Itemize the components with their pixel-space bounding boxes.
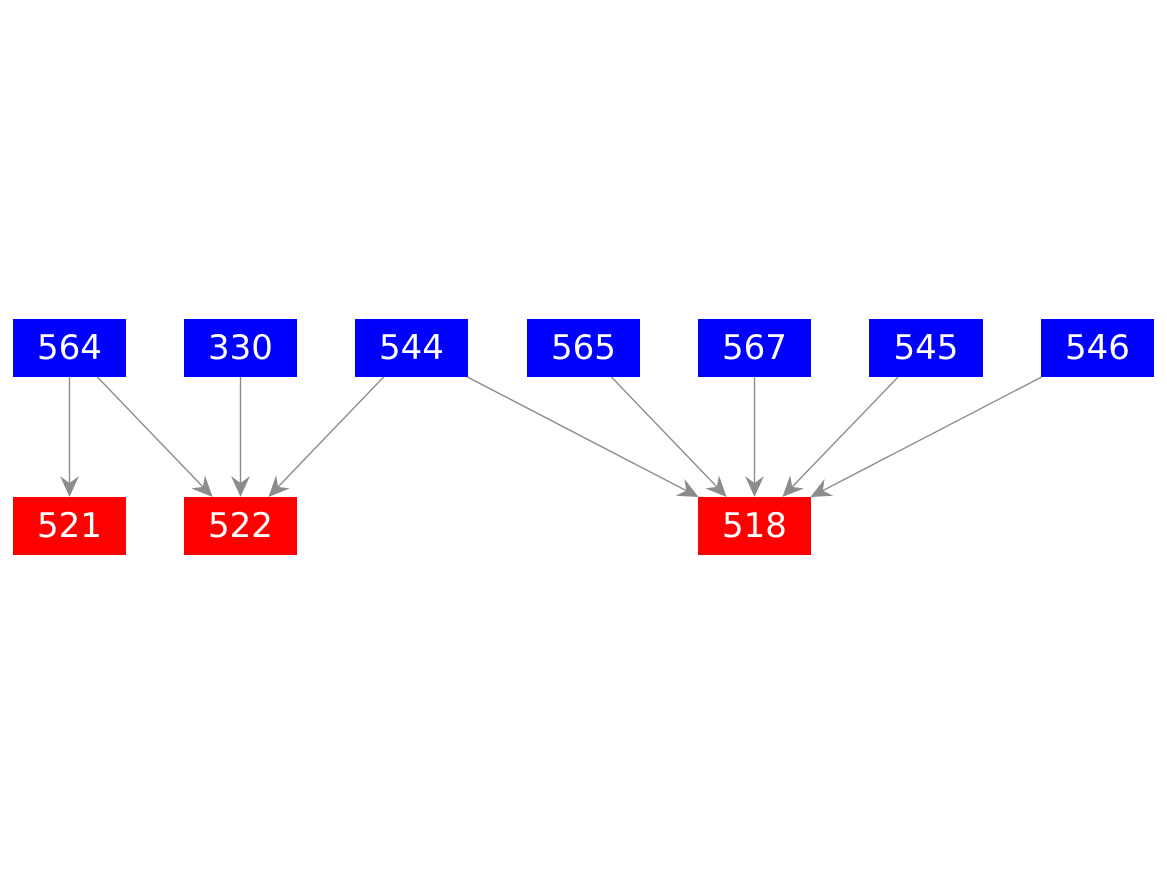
arrowhead-544-518 xyxy=(675,478,699,497)
edge-544-522 xyxy=(277,376,385,488)
edge-545-518 xyxy=(791,376,899,488)
edge-564-522 xyxy=(96,376,204,488)
arrowhead-544-522 xyxy=(268,475,290,497)
arrowhead-567-518 xyxy=(745,476,764,497)
node-567: 567 xyxy=(698,319,811,377)
node-330: 330 xyxy=(184,319,297,377)
node-522: 522 xyxy=(184,497,297,555)
node-565: 565 xyxy=(527,319,640,377)
arrowhead-565-518 xyxy=(705,475,727,497)
node-544: 544 xyxy=(355,319,468,377)
arrowhead-564-521 xyxy=(60,476,79,497)
edge-544-518 xyxy=(467,376,687,492)
edge-565-518 xyxy=(610,376,718,488)
arrowhead-564-522 xyxy=(191,475,213,497)
node-546: 546 xyxy=(1041,319,1154,377)
arrowhead-330-522 xyxy=(231,476,250,497)
arrowhead-546-518 xyxy=(810,478,834,497)
node-518: 518 xyxy=(698,497,811,555)
node-545: 545 xyxy=(869,319,983,377)
node-564: 564 xyxy=(13,319,126,377)
arrowhead-545-518 xyxy=(782,475,804,497)
edge-546-518 xyxy=(822,376,1042,492)
node-521: 521 xyxy=(13,497,126,555)
